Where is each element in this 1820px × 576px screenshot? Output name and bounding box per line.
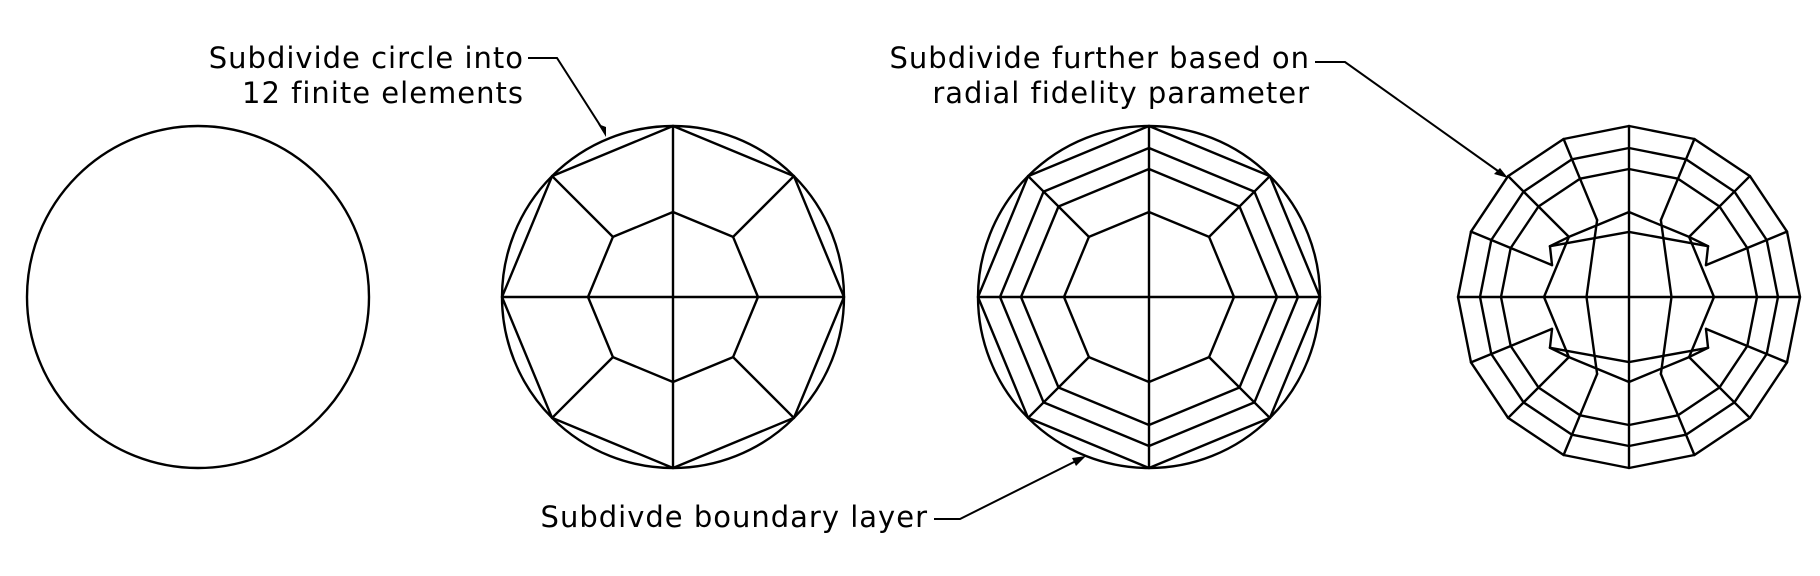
leader-step3 xyxy=(934,456,1086,520)
label-step1-line1: Subdivide circle into xyxy=(209,41,524,75)
arrowhead-icon xyxy=(1072,456,1086,466)
label-step2-line1: Subdivide further based on xyxy=(890,41,1310,75)
mesh-shapes xyxy=(25,124,1802,470)
arrowhead-icon xyxy=(598,124,606,137)
leader-step1 xyxy=(528,57,606,137)
radial-fidelity-mesh xyxy=(1456,124,1802,470)
twelve-element-mesh xyxy=(500,124,846,470)
label-step1-line2: 12 finite elements xyxy=(242,76,524,110)
leader-step2 xyxy=(1315,61,1508,178)
boundary-layer-mesh xyxy=(976,124,1322,470)
plain-circle xyxy=(25,124,371,470)
label-step3: Subdivde boundary layer xyxy=(541,500,928,534)
label-step2-line2: radial fidelity parameter xyxy=(932,76,1310,110)
arrowhead-icon xyxy=(1494,168,1508,178)
